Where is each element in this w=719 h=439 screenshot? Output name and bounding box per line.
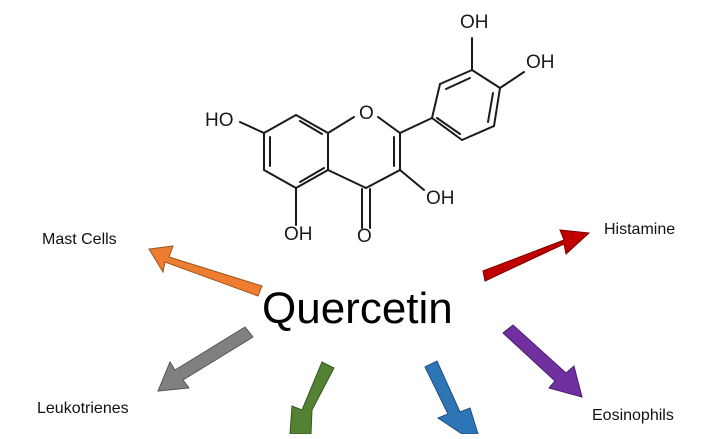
- oh-c3-label: OH: [426, 188, 455, 209]
- center-label-quercetin: Quercetin: [262, 284, 453, 333]
- ring-oxygen-label: O: [357, 103, 376, 125]
- arrow-to-eosinophils: [502, 324, 583, 398]
- arrow-bottom-right: [424, 360, 479, 435]
- arrow-to-leukotrienes: [157, 326, 254, 392]
- mast-cells-label: Mast Cells: [42, 231, 117, 248]
- oh-right-label: OH: [526, 52, 555, 73]
- arrow-to-mast-cells: [148, 245, 263, 297]
- leukotrienes-label: Leukotrienes: [37, 400, 129, 417]
- oh-top-label: OH: [460, 12, 489, 33]
- quercetin-structure: [239, 37, 525, 229]
- arrow-bottom-left: [289, 361, 335, 435]
- eosinophils-label: Eosinophils: [592, 407, 674, 424]
- carbonyl-oxygen-label: O: [357, 226, 372, 247]
- ho-left-label: HO: [205, 110, 234, 131]
- histamine-label: Histamine: [604, 221, 676, 238]
- oh-c5-label: OH: [284, 224, 313, 245]
- arrows: [148, 229, 591, 435]
- arrow-to-histamine: [482, 229, 591, 282]
